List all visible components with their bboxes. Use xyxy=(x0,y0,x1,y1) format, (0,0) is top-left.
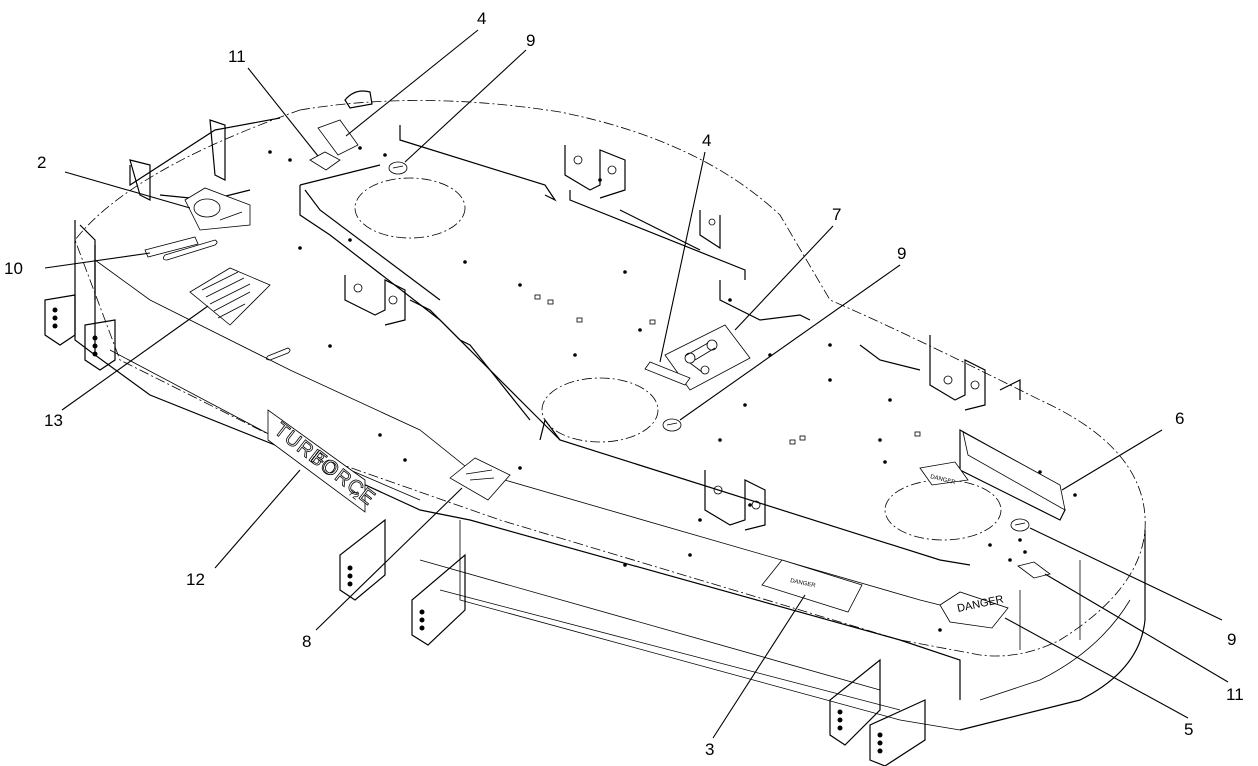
decal-item-10 xyxy=(144,236,199,258)
callout-2: 2 xyxy=(37,153,46,172)
leader-12 xyxy=(214,469,301,569)
leader-13 xyxy=(61,305,209,411)
leader-9-right xyxy=(1029,527,1223,621)
callout-13: 13 xyxy=(44,411,63,430)
leader-11-rear xyxy=(247,67,319,157)
callout-11-front: 11 xyxy=(1226,685,1244,704)
leader-2 xyxy=(64,171,191,209)
leader-11-front xyxy=(1044,573,1229,683)
callout-4-center: 4 xyxy=(702,131,711,150)
callout-9-rear: 9 xyxy=(526,31,535,50)
mounting-brackets xyxy=(79,90,986,531)
leader-7 xyxy=(734,225,834,331)
leader-9-center xyxy=(679,264,901,421)
decal-item-9-rear xyxy=(388,161,408,175)
leader-4-rear xyxy=(345,29,479,137)
callout-6: 6 xyxy=(1175,409,1184,428)
decal-item-9-right xyxy=(1010,518,1030,532)
leader-9-rear xyxy=(404,49,527,163)
hitch-plates xyxy=(44,294,926,766)
leader-4-center xyxy=(659,151,706,363)
callout-3: 3 xyxy=(705,740,714,759)
callout-numbers: 11 4 9 2 10 13 4 7 9 6 12 8 3 5 9 11 xyxy=(4,9,1244,759)
decal-item-4-center xyxy=(644,361,691,386)
callout-12: 12 xyxy=(186,570,205,589)
decal-item-9-center xyxy=(662,418,682,432)
leader-5 xyxy=(1004,617,1189,719)
callout-8: 8 xyxy=(302,632,311,651)
leader-10 xyxy=(44,252,151,269)
decal-item-12 xyxy=(267,409,366,513)
decal-item-6 xyxy=(962,431,1066,511)
decal-danger-small xyxy=(919,461,969,486)
leader-3 xyxy=(712,594,806,739)
decal-item-13 xyxy=(189,267,271,326)
callout-7: 7 xyxy=(832,205,841,224)
deck-slots xyxy=(163,239,291,361)
decal-item-3 xyxy=(761,559,863,613)
leader-6 xyxy=(1061,429,1163,491)
brand-text-model: 72 xyxy=(347,488,361,502)
callout-4-rear: 4 xyxy=(477,9,486,28)
leader-lines xyxy=(44,29,1229,739)
callout-9-center: 9 xyxy=(897,244,906,263)
decal-item-2 xyxy=(184,187,251,231)
deck-holes xyxy=(268,146,1077,632)
leader-8 xyxy=(315,487,463,631)
callout-5: 5 xyxy=(1184,720,1193,739)
callout-10: 10 xyxy=(4,259,23,278)
callout-9-right: 9 xyxy=(1227,630,1236,649)
deck-outline xyxy=(74,100,1146,731)
decal-item-4-rear xyxy=(317,119,359,156)
decals xyxy=(144,119,1066,629)
decal-text-danger-front: DANGER xyxy=(790,578,817,589)
callout-11-rear: 11 xyxy=(228,47,246,66)
decal-item-5 xyxy=(939,591,1009,629)
decal-item-11-rear xyxy=(309,151,341,171)
decal-item-11-front xyxy=(1017,561,1051,579)
